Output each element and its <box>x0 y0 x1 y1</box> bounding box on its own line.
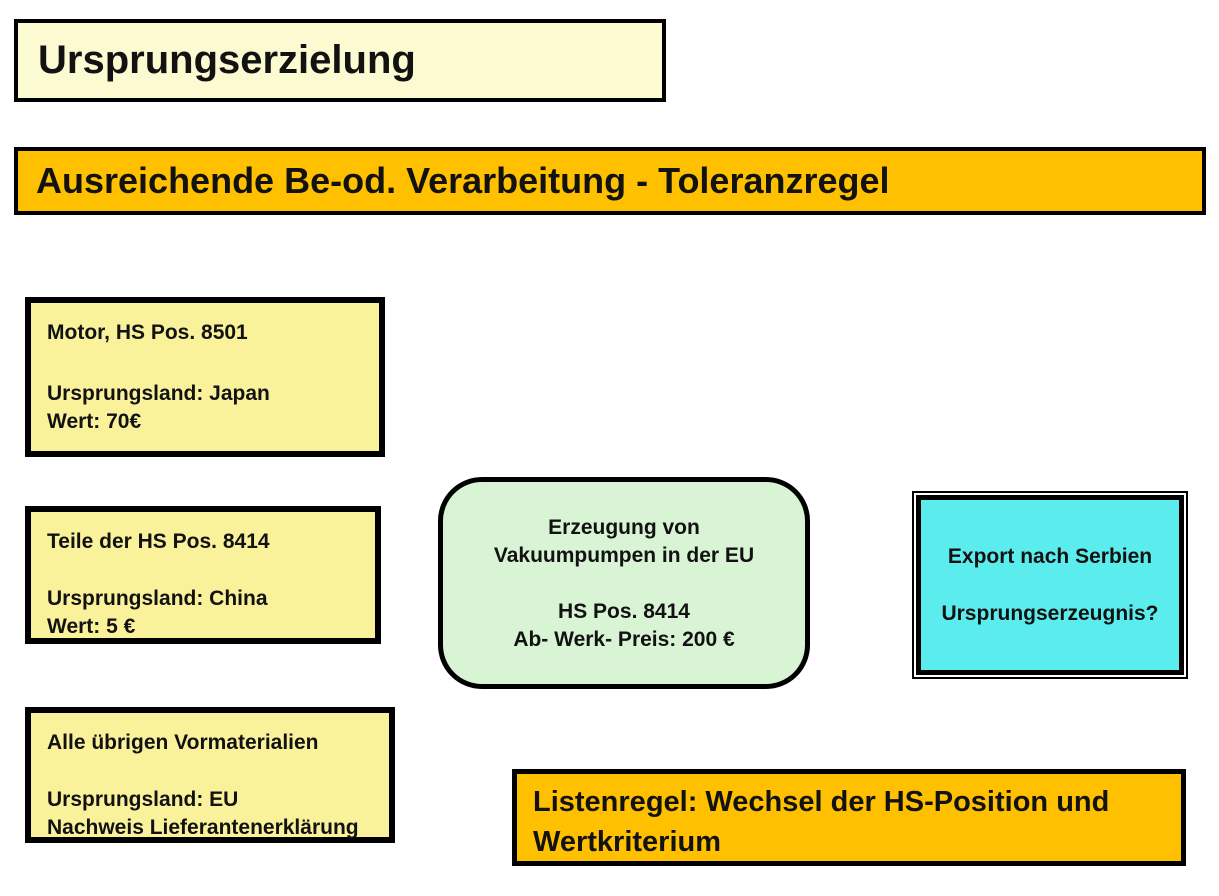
export-box: Export nach Serbien Ursprungserzeugnis? <box>912 491 1188 679</box>
export-destination: Export nach Serbien <box>947 544 1153 568</box>
material-origin: Ursprungsland: China <box>47 587 268 611</box>
material-value: Wert: 70€ <box>47 409 142 433</box>
material-box-other: Alle übrigen Vormaterialien Ursprungslan… <box>25 707 395 843</box>
export-question: Ursprungserzeugnis? <box>941 601 1159 625</box>
production-line: Erzeugung von <box>548 516 700 539</box>
list-rule-box: Listenregel: Wechsel der HS-Position und… <box>512 769 1186 866</box>
topic-banner: Ausreichende Be-od. Verarbeitung - Toler… <box>14 147 1206 215</box>
export-box-inner: Export nach Serbien Ursprungserzeugnis? <box>916 495 1184 675</box>
slide-title-box: Ursprungserzielung <box>14 19 666 102</box>
production-box: Erzeugung von Vakuumpumpen in der EU HS … <box>438 477 810 689</box>
material-box-motor: Motor, HS Pos. 8501 Ursprungsland: Japan… <box>25 297 385 457</box>
material-origin: Ursprungsland: EU <box>47 788 239 812</box>
production-hs-position: HS Pos. 8414 <box>558 599 690 623</box>
production-price: Ab- Werk- Preis: 200 € <box>513 628 735 652</box>
material-value: Wert: 5 € <box>47 614 136 638</box>
list-rule-line: Wertkriterium <box>533 826 722 859</box>
production-line: Vakuumpumpen in der EU <box>493 544 755 568</box>
material-origin: Ursprungsland: Japan <box>47 382 270 406</box>
list-rule-line: Listenregel: Wechsel der HS-Position und <box>533 786 1110 818</box>
material-heading: Alle übrigen Vormaterialien <box>47 731 319 754</box>
topic-banner-label: Ausreichende Be-od. Verarbeitung - Toler… <box>36 160 890 201</box>
material-heading: Motor, HS Pos. 8501 <box>47 321 248 344</box>
slide-title: Ursprungserzielung <box>38 38 416 82</box>
material-heading: Teile der HS Pos. 8414 <box>47 530 270 553</box>
material-proof: Nachweis Lieferantenerklärung <box>47 815 359 839</box>
material-box-parts: Teile der HS Pos. 8414 Ursprungsland: Ch… <box>25 506 381 644</box>
